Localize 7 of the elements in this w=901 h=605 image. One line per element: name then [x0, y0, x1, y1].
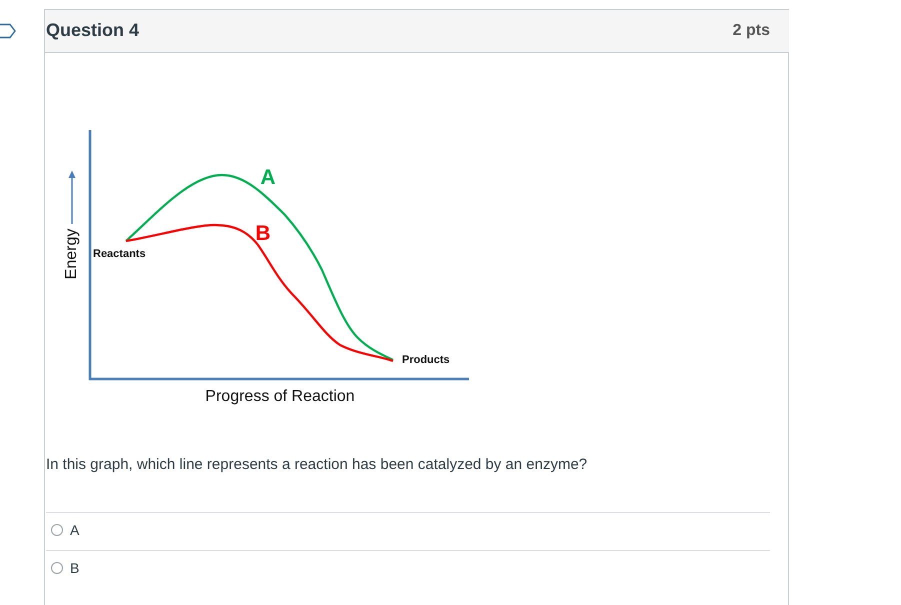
axis-title: Progress of Reaction: [205, 388, 355, 406]
option-label: A: [70, 522, 80, 538]
points-value: 2 pts: [732, 22, 770, 40]
question-title: Question 4: [46, 20, 140, 41]
option-label: B: [70, 560, 80, 576]
question-text: In this graph, which line represents a reaction has been catalyzed by an enzyme?: [46, 456, 588, 473]
axis-title: Energy: [63, 228, 81, 280]
